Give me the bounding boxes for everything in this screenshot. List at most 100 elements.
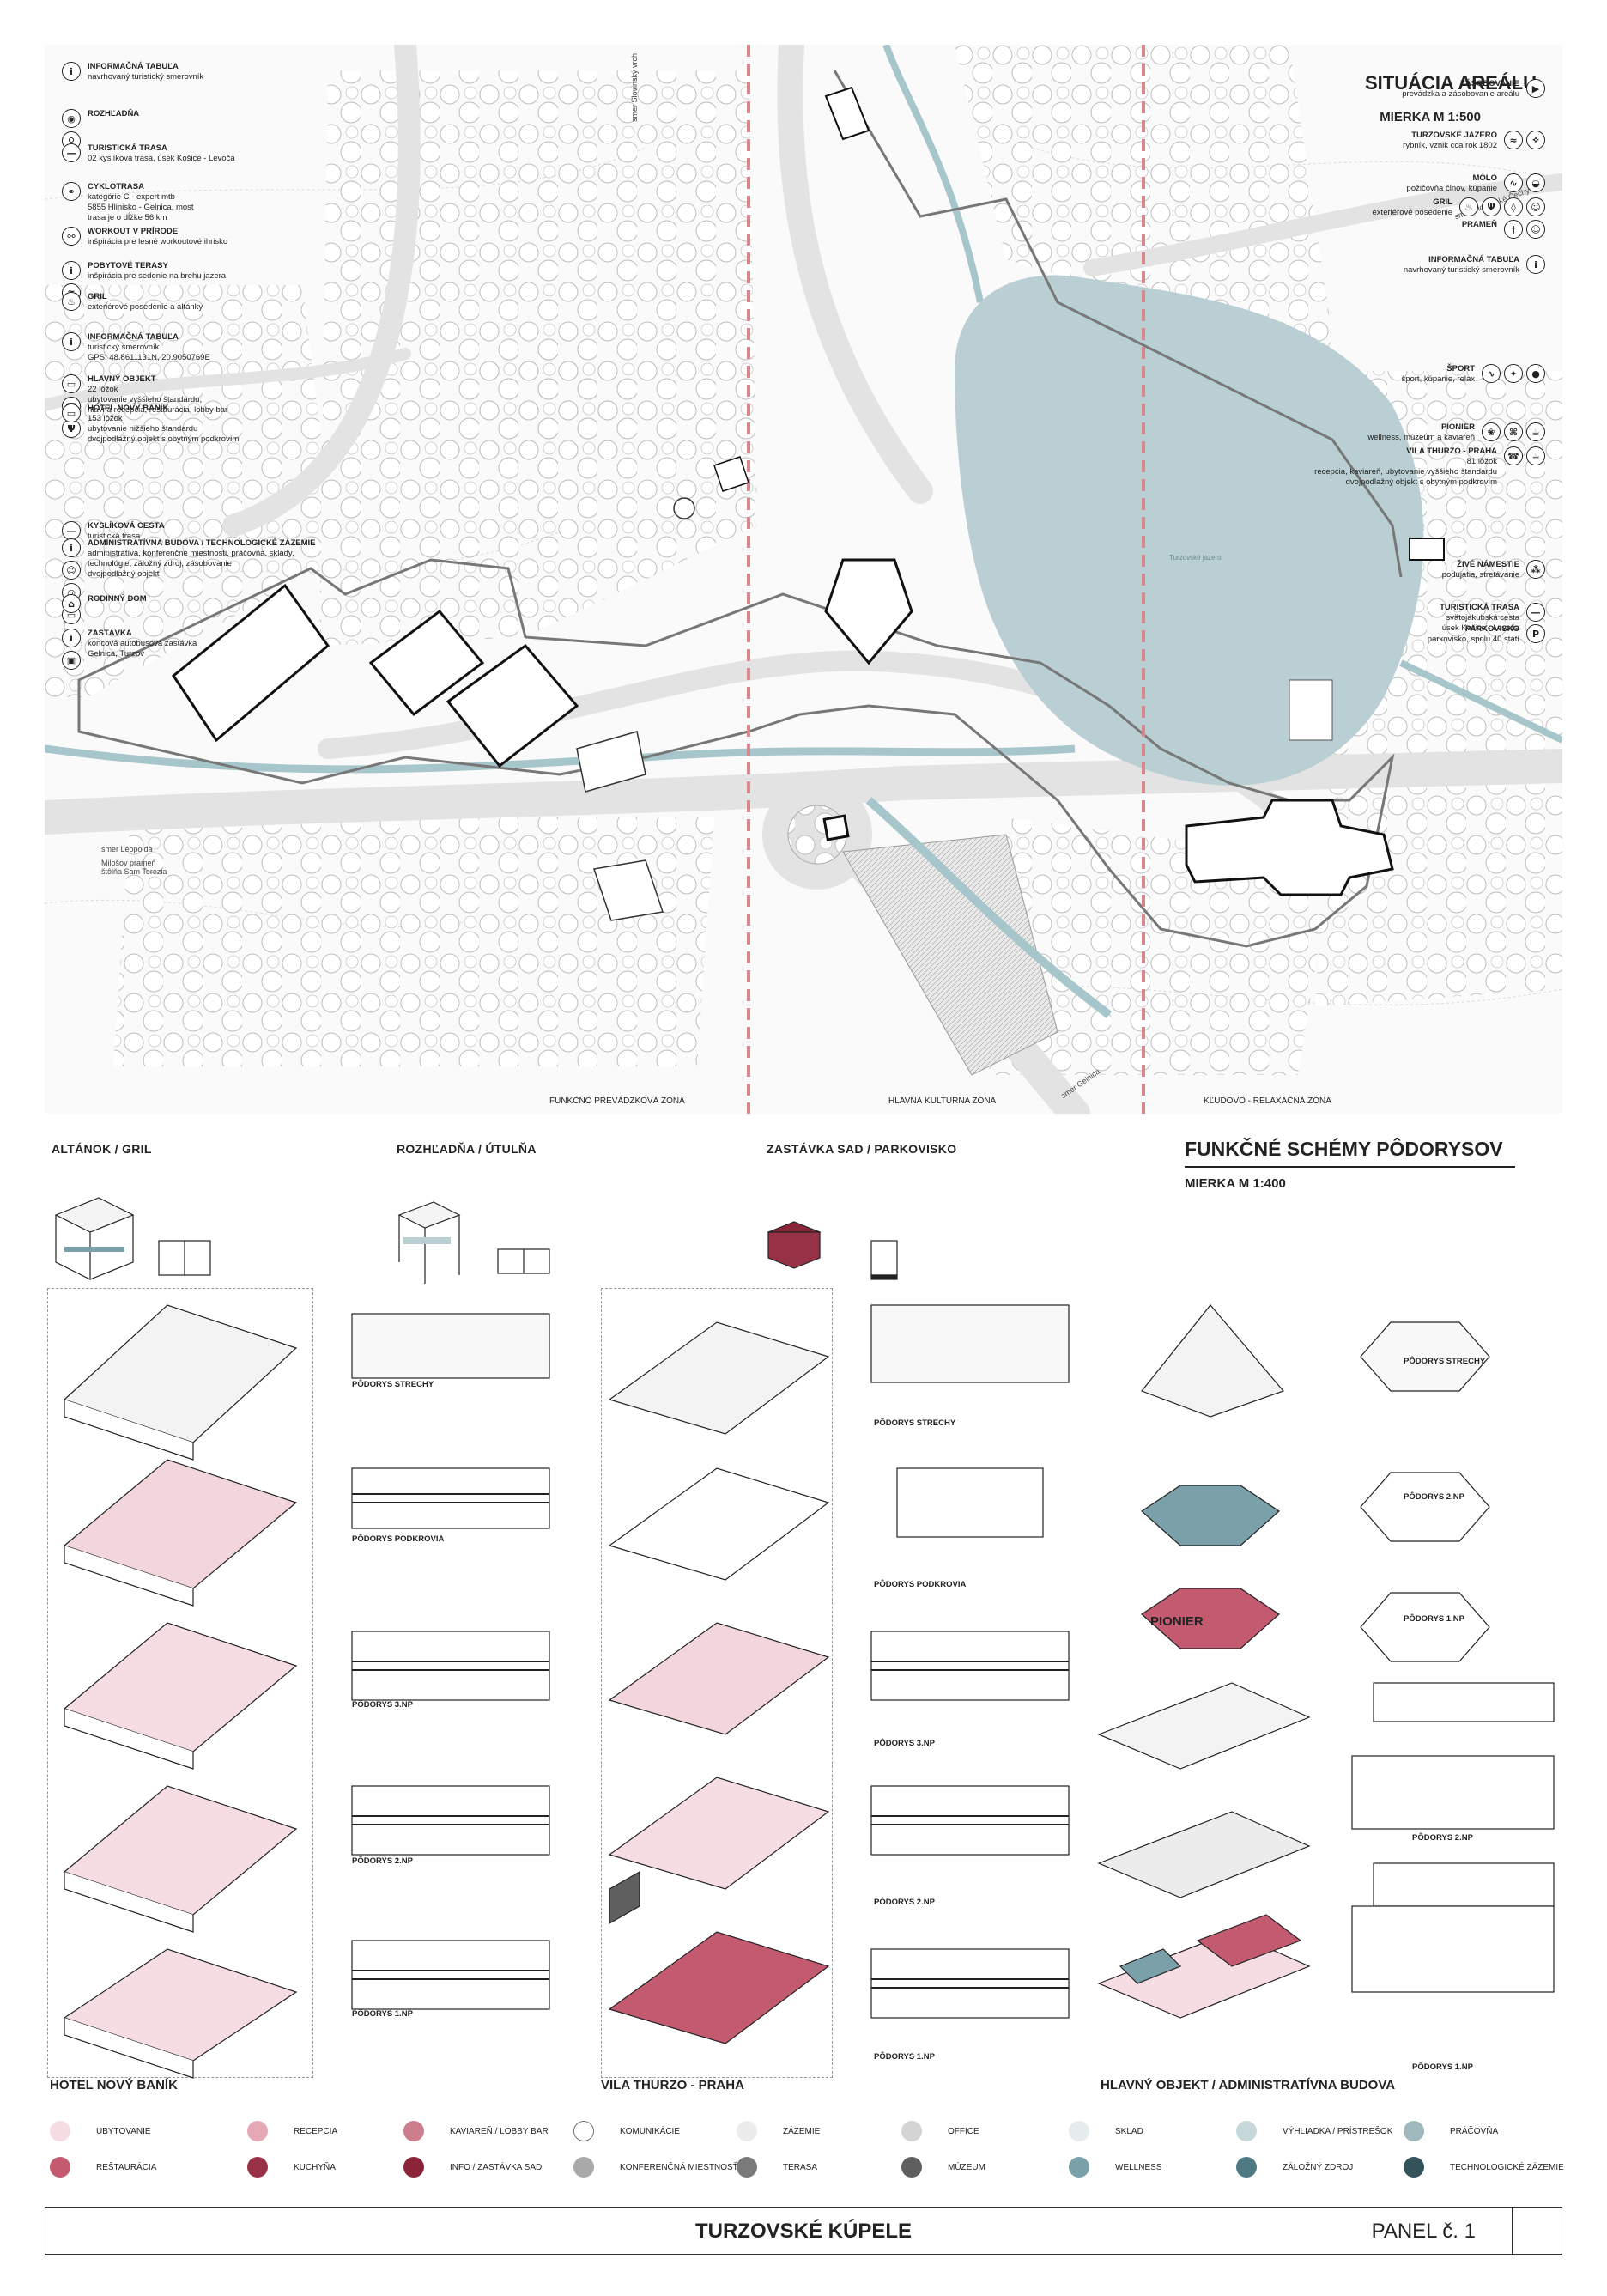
vila-plans	[870, 1304, 1070, 2019]
fish-icon: ⟡	[1526, 131, 1545, 149]
site-scale: MIERKA M 1:500	[1380, 110, 1481, 125]
color-legend-item: OFFICE	[901, 2121, 979, 2141]
dining-icon: Ψ	[1482, 197, 1501, 216]
color-legend-item: KONFERENČNÁ MIESTNOSŤ	[573, 2157, 738, 2178]
legend-icons: ▭	[62, 404, 81, 422]
color-swatch	[247, 2121, 268, 2141]
color-swatch	[901, 2121, 922, 2141]
legend-title: TURZOVSKÉ JAZERO	[1411, 131, 1497, 140]
pionier-plan-2np-label: PÔDORYS 2.NP	[1404, 1492, 1464, 1502]
legend-text: ADMINISTRATÍVNA BUDOVA / TECHNOLOGICKÉ Z…	[88, 538, 315, 580]
legend-desc: administratíva, konferenčné miestnosti, …	[88, 548, 294, 579]
legend-desc: turistický smerovník GPS: 48.8611131N, 2…	[88, 342, 210, 362]
legend-title: HOTEL NOVÝ BANÍK	[88, 404, 169, 413]
spa-icon: ❀	[1482, 422, 1501, 441]
main-plans	[1351, 1682, 1555, 1993]
pionier-title: PIONIER	[1150, 1614, 1204, 1629]
legend-desc: koncová autobusová zastávka Gelnica, Tur…	[88, 638, 197, 659]
museum-icon: ⌘	[1504, 422, 1523, 441]
color-legend-label: KONFERENČNÁ MIESTNOSŤ	[620, 2162, 738, 2172]
legend-title: ZÁSOBOVANIE	[1460, 79, 1519, 88]
small-objects-drawings	[54, 1197, 898, 1284]
color-swatch	[1069, 2157, 1089, 2178]
spring-icon: †	[1504, 220, 1523, 239]
schemes-title: FUNKČNÉ SCHÉMY PÔDORYSOV	[1185, 1138, 1503, 1160]
legend-desc: inšpirácia pre sedenie na brehu jazera	[88, 270, 227, 281]
legend-title: GRIL	[88, 292, 107, 301]
dumbbell-icon: ⚯	[62, 227, 81, 246]
legend-desc: 22 lôžok ubytovanie vyššieho štandardu, …	[88, 384, 228, 415]
altanok-axo	[54, 1197, 135, 1280]
legend-icons: ≈⟡	[1504, 131, 1545, 149]
vila-plan-roof-label: PÔDORYS STRECHY	[874, 1418, 956, 1428]
site-plan: Turzovské jazero SITUÁCIA AREÁL	[45, 45, 1562, 1114]
zastavka-axo	[767, 1221, 822, 1269]
legend-desc: rybník, vznik cca rok 1802	[1403, 140, 1497, 150]
legend-title: INFORMAČNÁ TABUĽA	[88, 62, 179, 71]
pionier-plans	[1360, 1321, 1490, 1662]
color-swatch	[1236, 2157, 1257, 2178]
color-swatch	[403, 2121, 424, 2141]
rozhladna-title: ROZHĽADŇA / ÚTULŇA	[397, 1142, 537, 1156]
legend-desc: wellness, múzeum a kaviareň	[1367, 432, 1475, 442]
zone-label-functional: FUNKČNO PREVÁDZKOVÁ ZÓNA	[549, 1096, 685, 1106]
color-swatch	[247, 2157, 268, 2178]
site-plan-drawing: Turzovské jazero	[45, 45, 1562, 1114]
legend-icons: ⁂	[1526, 560, 1545, 579]
drink-icon: ◊	[1504, 197, 1523, 216]
legend-icons: —	[62, 521, 81, 540]
trail-icon: —	[1526, 603, 1545, 622]
legend-icons: ⚭	[62, 182, 81, 201]
legend-icons: ∿✦●	[1482, 364, 1545, 383]
color-swatch	[573, 2121, 594, 2141]
color-legend-label: WELLNESS	[1115, 2162, 1162, 2172]
legend-desc: turistická trasa	[88, 531, 141, 541]
color-legend-label: PRÁČOVŇA	[1450, 2126, 1499, 2136]
legend-icons: —	[62, 143, 81, 162]
color-legend-item: TECHNOLOGICKÉ ZÁZEMIE	[1404, 2157, 1564, 2178]
site-title: SITUÁCIA AREÁLU	[1364, 72, 1537, 94]
legend-title: PIONIER	[1440, 422, 1475, 432]
pionier-plan-1np-label: PÔDORYS 1.NP	[1404, 1614, 1464, 1624]
house-icon: ⌂	[62, 594, 81, 613]
color-legend-item: REŠTAURÁCIA	[50, 2157, 156, 2178]
color-swatch	[737, 2121, 757, 2141]
zone-label-relax: KĽUDOVO - RELAXAČNÁ ZÓNA	[1204, 1096, 1331, 1106]
road-label-4: Milošov prameň štôlňa Sam Terezia	[101, 859, 167, 876]
building-drawings	[63, 1304, 1555, 2079]
people-icon: ☺	[62, 561, 81, 580]
legend-desc: podujatia, stretávanie	[1441, 569, 1519, 580]
color-legend-item: ZÁZEMIE	[737, 2121, 820, 2141]
color-swatch	[403, 2157, 424, 2178]
bicycle-icon: ⚭	[62, 182, 81, 201]
color-legend-label: OFFICE	[948, 2126, 979, 2136]
people-icon: ☺	[1526, 220, 1545, 239]
color-legend-item: KUCHYŇA	[247, 2157, 336, 2178]
legend-title: TURISTICKÁ TRASA	[88, 143, 167, 153]
legend-title: WORKOUT V PRÍRODE	[88, 227, 179, 236]
info-icon: i	[62, 62, 81, 81]
hotel-plan-3np-label: PÔDORYS 3.NP	[352, 1700, 413, 1710]
trail-icon: —	[62, 143, 81, 162]
legend-icons: †☺	[1504, 220, 1545, 239]
legend-title: VILA THURZO - PRAHA	[1406, 446, 1497, 456]
bed-icon: ▭	[62, 404, 81, 422]
legend-title: INFORMAČNÁ TABUĽA	[1428, 255, 1519, 264]
legend-item: ⌂RODINNÝ DOM	[62, 594, 345, 613]
legend-icons: i▣	[62, 629, 81, 670]
